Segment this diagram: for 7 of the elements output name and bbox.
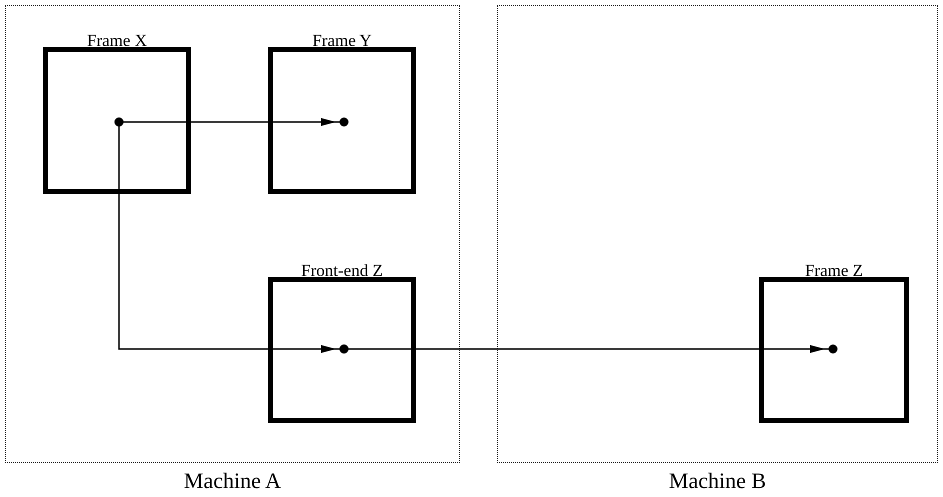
frame-label: Frame X [87, 31, 147, 51]
region-label: Machine B [668, 468, 766, 494]
frame-label: Frame Z [804, 261, 864, 281]
arrow [340, 344, 838, 354]
frame-label: Front-end Z [301, 261, 383, 281]
frame-label: Frame Y [312, 31, 372, 51]
region-label: Machine A [184, 468, 282, 494]
